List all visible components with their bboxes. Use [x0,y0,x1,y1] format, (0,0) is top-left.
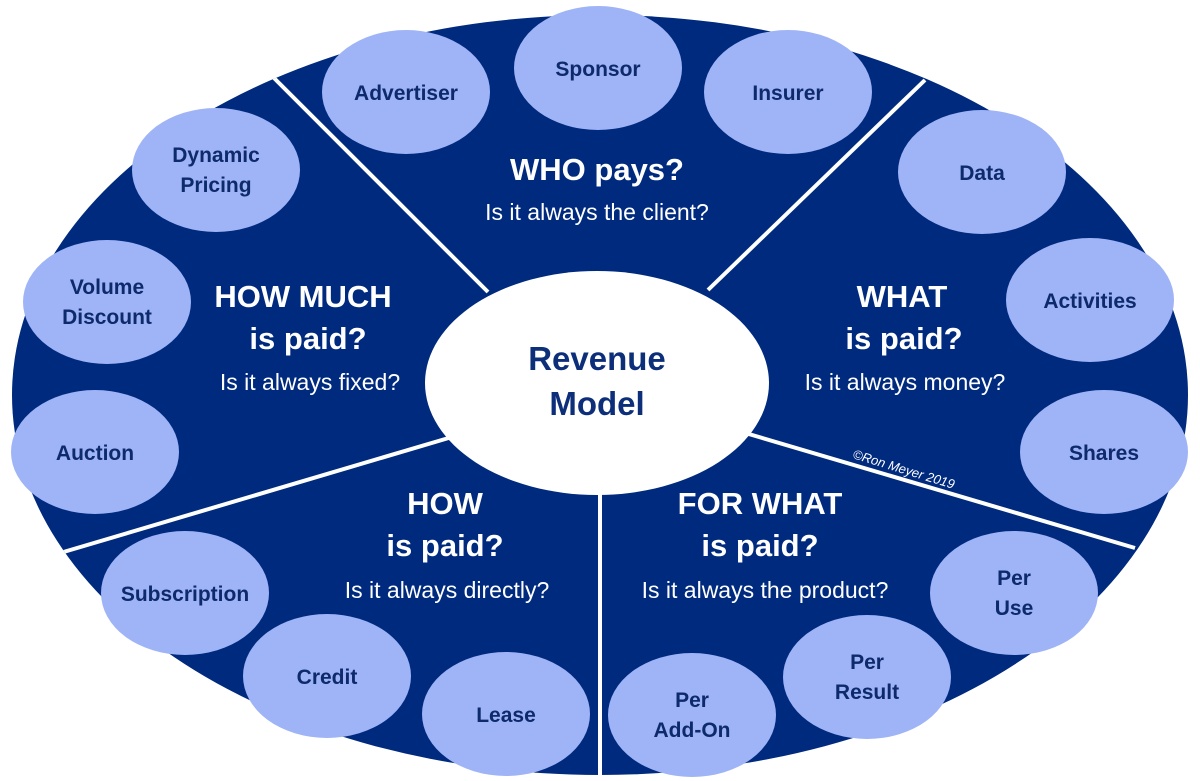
bubble-label: Data [959,162,1005,185]
bubble-volume-discount: Volume Discount [23,240,191,364]
divider-top-right [706,78,927,292]
how-much-title-line1: HOW MUCH [214,279,391,314]
bubble-label-line2: Result [835,681,899,704]
who-pays-title: WHO pays? [510,152,684,187]
bubble-label: Lease [476,704,536,727]
bubble-label-line2: Use [995,597,1034,620]
divider-right [741,430,1136,550]
bubble-label: Shares [1069,442,1139,465]
bubble-label-line1: Dynamic [172,144,260,167]
who-pays-question: Is it always the client? [485,199,709,225]
bubble-label-line1: Per [850,651,884,674]
bubble-subscription: Subscription [101,531,269,655]
bubble-label-line2: Discount [62,306,152,329]
bubble-credit: Credit [243,614,411,738]
bubble-auction: Auction [11,390,179,514]
bubble-label: Insurer [752,82,823,105]
section-dividers [49,70,1136,775]
what-title-line2: is paid? [845,321,962,356]
how-title-line1: HOW [407,486,484,521]
bubble-per-add-on: Per Add-On [608,653,776,777]
how-much-title-line2: is paid? [249,321,366,356]
bubble-per-use: Per Use [930,531,1098,655]
bubble-label: Credit [297,666,358,689]
bubble-label: Sponsor [555,58,640,81]
bubble-label-line2: Add-On [654,719,731,742]
divider-top-left [266,70,490,294]
center-label-line1: Revenue [528,340,666,377]
bubble-label: Auction [56,442,134,465]
center-label-line2: Model [549,385,644,422]
bubble-advertiser: Advertiser [322,30,490,154]
how-title-line2: is paid? [386,528,503,563]
bubble-label-line1: Volume [70,276,144,299]
how-question: Is it always directly? [345,577,550,603]
bubble-label: Activities [1043,290,1136,313]
center-ellipse [425,271,769,495]
bubble-shares: Shares [1020,390,1188,514]
bubble-dynamic-pricing: Dynamic Pricing [132,108,300,232]
for-what-title-line1: FOR WHAT [678,486,843,521]
bubble-activities: Activities [1006,238,1174,362]
for-what-title-line2: is paid? [701,528,818,563]
bubble-lease: Lease [422,652,590,776]
divider-left [49,435,453,558]
bubble-insurer: Insurer [704,30,872,154]
how-much-question: Is it always fixed? [220,369,400,395]
what-question: Is it always money? [805,369,1006,395]
bubble-per-result: Per Result [783,615,951,739]
bubble-data: Data [898,110,1066,234]
for-what-question: Is it always the product? [642,577,889,603]
what-title-line1: WHAT [857,279,948,314]
bubble-label-line1: Per [997,567,1031,590]
bubble-label-line2: Pricing [180,174,251,197]
bubble-label: Subscription [121,583,249,606]
bubble-label: Advertiser [354,82,458,105]
bubble-label-line1: Per [675,689,709,712]
bubble-sponsor: Sponsor [514,6,682,130]
